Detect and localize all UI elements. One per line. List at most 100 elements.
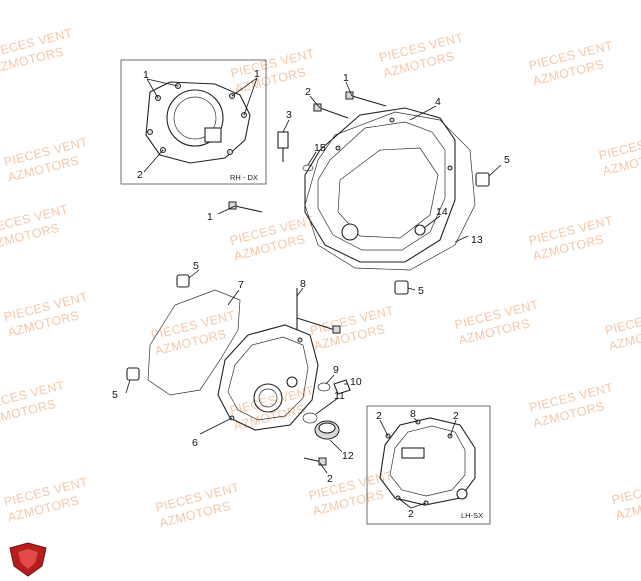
cover-ring-inner xyxy=(173,96,217,140)
cap-12-top xyxy=(318,422,336,434)
cover-outline xyxy=(379,417,476,506)
cover-4 xyxy=(304,107,456,263)
leader-line xyxy=(413,417,419,423)
callout-number: 13 xyxy=(471,234,483,246)
dowel-pin-5 xyxy=(394,280,409,295)
leader-line xyxy=(296,287,304,297)
callout-number: 1 xyxy=(343,72,349,84)
leader-line xyxy=(309,95,321,109)
callout-number: 4 xyxy=(435,96,441,108)
callout-number: 2 xyxy=(376,410,382,422)
gasket-7 xyxy=(147,289,241,396)
drain-plug-14 xyxy=(414,224,426,236)
cover-boss xyxy=(204,127,222,143)
leader-line xyxy=(307,151,317,166)
bolt-dot xyxy=(297,337,303,343)
cover-6 xyxy=(217,324,319,431)
leader-line xyxy=(379,419,389,437)
leader-line xyxy=(125,379,131,394)
leader-line xyxy=(454,235,469,243)
cover-4-rib xyxy=(337,147,439,239)
cover-6-inner xyxy=(227,336,309,421)
leader-line xyxy=(146,78,179,87)
cover-4-inner xyxy=(317,121,446,251)
callout-number: 8 xyxy=(300,278,306,290)
callout-number: 2 xyxy=(327,473,333,485)
leader-line xyxy=(325,374,335,385)
bolt-dot xyxy=(447,165,453,171)
leader-line xyxy=(199,417,233,435)
leader-line xyxy=(243,77,258,116)
callout-number: 1 xyxy=(143,69,149,81)
leader-line xyxy=(329,439,343,453)
callout-number: 11 xyxy=(334,390,345,402)
plug-10 xyxy=(333,379,351,395)
cover-inner xyxy=(389,425,466,497)
callout-number: 2 xyxy=(137,169,143,181)
leader-line xyxy=(423,215,441,229)
leader-line xyxy=(143,149,164,173)
inset-label-rh: RH - DX xyxy=(230,173,258,182)
callout-number: 15 xyxy=(314,142,326,154)
right-crankcase-cover-assembly: 1 2 3 4 15 5 1 14 13 5 xyxy=(207,72,510,297)
bolt-dot xyxy=(147,129,153,135)
bolt-1-top xyxy=(351,95,387,107)
leader-line xyxy=(410,502,427,509)
bolt-head xyxy=(313,103,322,112)
inset-left-cover: 2 8 2 2 LH-SX xyxy=(366,405,491,525)
dowel-pin-5 xyxy=(475,172,490,187)
callout-number: 2 xyxy=(305,86,311,98)
cover-6-port xyxy=(286,376,298,388)
sensor-3 xyxy=(277,131,289,149)
callout-number: 10 xyxy=(350,376,362,388)
bolt-dot xyxy=(389,117,395,123)
callout-number: 5 xyxy=(504,154,510,166)
leader-line xyxy=(188,269,200,279)
callout-number: 7 xyxy=(238,279,244,291)
shield-logo-icon xyxy=(9,542,47,577)
cover-outline xyxy=(145,81,251,164)
callout-number: 2 xyxy=(408,508,414,520)
leader-line xyxy=(345,81,353,97)
oring-9 xyxy=(317,382,331,392)
inset-label-lh: LH-SX xyxy=(461,511,483,520)
cover-port xyxy=(456,488,468,500)
leader-line xyxy=(282,119,290,133)
inset-frame xyxy=(120,59,267,185)
leader-line xyxy=(409,105,437,121)
bolt-8 xyxy=(296,317,336,331)
callout-number: 2 xyxy=(453,410,459,422)
callout-number: 1 xyxy=(207,211,213,223)
bolt-head xyxy=(345,91,354,100)
bolt-head xyxy=(332,325,341,334)
bolt-1-left xyxy=(234,205,263,213)
gasket-13 xyxy=(304,111,476,271)
callout-number: 6 xyxy=(192,437,198,449)
cover-badge xyxy=(401,447,425,459)
bolt-2-top xyxy=(319,107,349,119)
callout-number: 5 xyxy=(193,260,199,272)
bolt-dot xyxy=(227,149,233,155)
inset-frame xyxy=(366,405,491,525)
dowel-pin-5 xyxy=(126,367,140,381)
callout-number: 14 xyxy=(436,206,448,218)
bolt-head xyxy=(318,457,327,466)
watermark-text: PIECES VENT xyxy=(610,473,641,507)
cover-boss xyxy=(341,223,359,241)
leader-line xyxy=(319,462,328,474)
dowel-pin-5 xyxy=(176,274,190,288)
leader-line xyxy=(488,164,502,177)
callout-number: 5 xyxy=(112,389,118,401)
cover-6-bore-inner xyxy=(258,388,278,408)
bolt-dot xyxy=(335,145,341,151)
leader-line xyxy=(315,397,339,415)
callout-number: 1 xyxy=(254,68,260,80)
inset-right-cover: 1 1 2 RH - DX xyxy=(120,59,267,185)
callout-number: 5 xyxy=(418,285,424,297)
callout-number: 12 xyxy=(342,450,354,462)
leader-line xyxy=(227,289,240,306)
leader-line xyxy=(217,205,236,215)
leader-line xyxy=(397,497,412,509)
